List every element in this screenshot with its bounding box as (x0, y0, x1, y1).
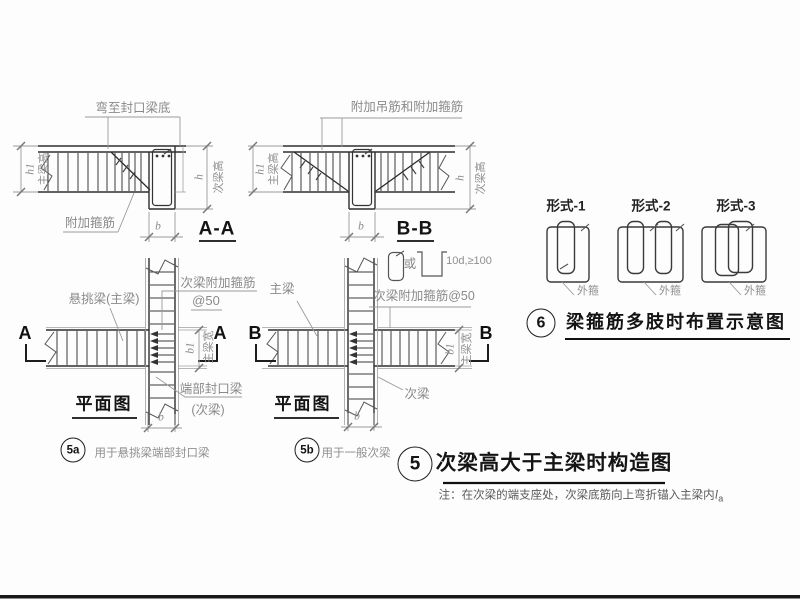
note-text: 注：在次梁的端支座处，次梁底筋向上弯折锚入主梁内la (439, 487, 724, 504)
bb-top-label: 附加吊筋和附加箍筋 (350, 100, 464, 115)
plan-left-main-beam-label: 悬挑梁(主梁) (68, 292, 140, 307)
plan-mid-hook-length-label: 10d,≥100 (446, 254, 492, 267)
aa-dim-h1-name: 主梁高 (37, 152, 50, 186)
plan-left-dim-b1: b1 (184, 342, 197, 354)
form-3-outer-stirrup-tag: 外箍 (744, 284, 766, 297)
bb-dim-h1-name: 主梁高 (267, 152, 280, 186)
plan-left-section-marker-a-left: A (18, 323, 32, 344)
note-var-sub: a (718, 493, 724, 504)
plan-left-title: 平面图 (75, 394, 133, 414)
aa-added-stirrup-label: 附加箍筋 (64, 216, 116, 231)
aa-section-title: A-A (198, 218, 236, 240)
form-1-label: 形式-1 (546, 198, 586, 214)
plan-left-dim-b1-name: 主梁宽 (202, 330, 215, 364)
form-2-outer-stirrup-tag: 外箍 (659, 284, 681, 297)
plan-left-end-beam-label-line1: 端部封口梁 (179, 382, 243, 397)
plan-mid-or-label: 或 (403, 257, 417, 272)
aa-dim-h1: h1 (24, 163, 37, 175)
plan-left-stirrup-label-line2: @50 (192, 292, 220, 308)
note-body: 注：在次梁的端支座处，次梁底筋向上弯折锚入主梁内 (438, 489, 715, 502)
plan-mid-dim-b1: b1 (444, 343, 457, 355)
plan-mid-section-marker-b-left: B (248, 323, 262, 344)
main-detail-number: 5 (397, 446, 433, 482)
bb-dim-h-name: 次梁高 (474, 161, 487, 195)
aa-top-label: 弯至封口梁底 (95, 101, 171, 116)
main-title: 次梁高大于主梁时构造图 (435, 451, 673, 475)
aa-dim-h-name: 次梁高 (212, 160, 225, 194)
plan-mid-section-marker-b-right: B (479, 323, 493, 344)
plan-mid-detail-number: 5b (294, 437, 320, 463)
aa-dim-b: b (155, 220, 161, 233)
forms-title: 梁箍筋多肢时布置示意图 (566, 312, 786, 333)
bb-dim-b: b (358, 220, 364, 233)
aa-dim-h: h (193, 174, 206, 180)
plan-left-detail-number: 5a (60, 437, 86, 463)
plan-mid-secondary-beam-label: 次梁 (404, 387, 430, 402)
plan-left-dim-b: b (158, 411, 164, 424)
bb-dim-h: h (454, 175, 467, 181)
plan-left-stirrup-label-line1: 次梁附加箍筋 (180, 276, 256, 291)
plan-mid-title: 平面图 (274, 394, 332, 414)
note-var: l (714, 486, 719, 502)
plan-mid-main-beam-label: 主梁 (269, 282, 295, 297)
plan-left-end-beam-label-line2: (次梁) (191, 403, 225, 418)
plan-mid-caption: 用于一般次梁 (321, 447, 391, 460)
form-1-outer-stirrup-tag: 外箍 (577, 284, 599, 297)
bb-section-title: B-B (396, 218, 434, 240)
bb-dim-h1: h1 (254, 163, 267, 175)
plan-mid-stirrup-label: 次梁附加箍筋@50 (373, 289, 475, 304)
plan-mid-dim-b: b (354, 410, 360, 423)
form-3-label: 形式-3 (716, 198, 756, 214)
forms-detail-number: 6 (526, 308, 556, 338)
form-2-label: 形式-2 (631, 198, 671, 214)
plan-left-section-marker-a-right: A (213, 323, 227, 344)
plan-mid-dim-b1-name: 主梁宽 (460, 332, 473, 366)
plan-left-caption: 用于悬挑梁端部封口梁 (94, 447, 210, 460)
